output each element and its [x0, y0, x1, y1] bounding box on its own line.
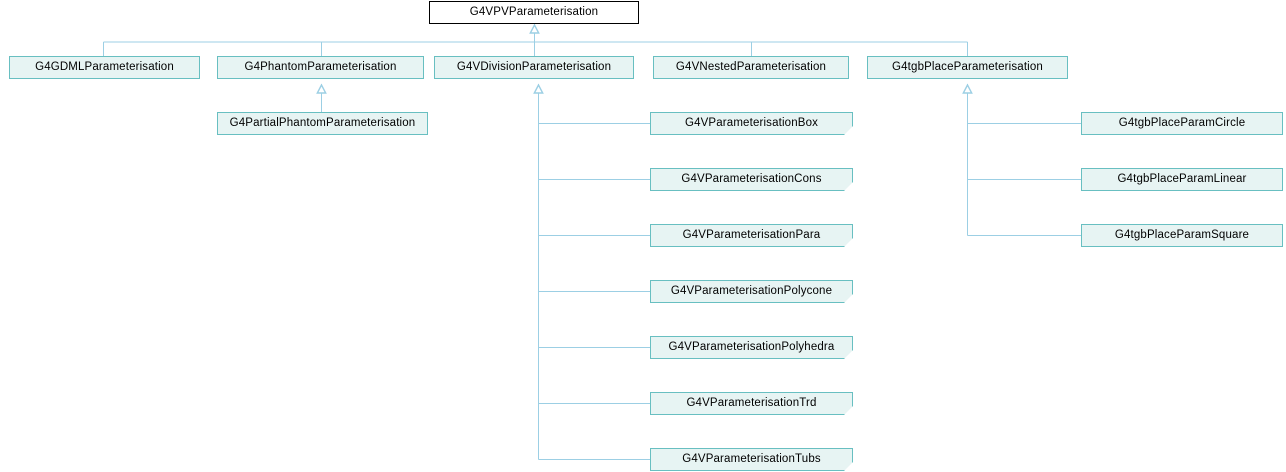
class-node-g4vnestedparameterisation[interactable]: G4VNestedParameterisation: [653, 56, 849, 79]
arrowhead-division: [533, 83, 544, 94]
folded-corner-marker: [650, 224, 853, 247]
class-node-g4vpvparameterisation[interactable]: G4VPVParameterisation: [429, 1, 639, 24]
class-label: G4VParameterisationPara: [682, 228, 821, 241]
class-label: G4tgbPlaceParamLinear: [1117, 172, 1247, 185]
arrowhead-phantom: [316, 83, 327, 94]
class-node-g4gdmlparameterisation[interactable]: G4GDMLParameterisation: [9, 56, 200, 79]
class-node-g4tgbplaceparamlinear[interactable]: G4tgbPlaceParamLinear: [1081, 168, 1283, 191]
class-label: G4VParameterisationPolyhedra: [668, 340, 835, 353]
arrowhead-root: [529, 23, 540, 34]
class-label: G4tgbPlaceParamCircle: [1118, 116, 1246, 129]
class-label: G4VParameterisationBox: [684, 116, 819, 129]
class-node-g4tgbplaceparamsquare[interactable]: G4tgbPlaceParamSquare: [1081, 224, 1283, 247]
class-node-g4vparameterisationpara[interactable]: G4VParameterisationPara: [650, 224, 853, 247]
folded-corner-marker: [650, 336, 853, 359]
class-label: G4VParameterisationTubs: [682, 452, 821, 465]
class-label: G4VParameterisationPolycone: [670, 284, 833, 297]
class-label: G4GDMLParameterisation: [35, 60, 174, 73]
class-node-g4vparameterisationcons[interactable]: G4VParameterisationCons: [650, 168, 853, 191]
folded-corner-marker: [650, 280, 853, 303]
class-node-g4vparameterisationbox[interactable]: G4VParameterisationBox: [650, 112, 853, 135]
class-node-g4partialphantomparameterisation[interactable]: G4PartialPhantomParameterisation: [217, 112, 428, 135]
folded-corner-marker: [650, 168, 853, 191]
class-node-g4vparameterisationtrd[interactable]: G4VParameterisationTrd: [650, 392, 853, 415]
folded-corner-marker: [650, 392, 853, 415]
class-node-g4phantomparameterisation[interactable]: G4PhantomParameterisation: [217, 56, 424, 79]
class-node-g4vparameterisationpolycone[interactable]: G4VParameterisationPolycone: [650, 280, 853, 303]
arrowhead-tgbplace: [962, 83, 973, 94]
folded-corner-marker: [650, 448, 853, 471]
class-label: G4PhantomParameterisation: [244, 60, 397, 73]
class-label: G4VParameterisationTrd: [686, 396, 817, 409]
class-label: G4VParameterisationCons: [681, 172, 822, 185]
class-label: G4VNestedParameterisation: [675, 60, 827, 73]
folded-corner-marker: [650, 112, 853, 135]
class-label: G4VDivisionParameterisation: [456, 60, 612, 73]
class-label: G4VPVParameterisation: [469, 5, 599, 18]
class-node-g4tgbplaceparamcircle[interactable]: G4tgbPlaceParamCircle: [1081, 112, 1283, 135]
class-node-g4tgbplaceparameterisation[interactable]: G4tgbPlaceParameterisation: [867, 56, 1068, 79]
class-label: G4tgbPlaceParamSquare: [1114, 228, 1250, 241]
class-node-g4vparameterisationtubs[interactable]: G4VParameterisationTubs: [650, 448, 853, 471]
class-label: G4tgbPlaceParameterisation: [892, 60, 1043, 73]
class-label: G4PartialPhantomParameterisation: [229, 116, 416, 129]
class-node-g4vdivisionparameterisation[interactable]: G4VDivisionParameterisation: [434, 56, 634, 79]
class-node-g4vparameterisationpolyhedra[interactable]: G4VParameterisationPolyhedra: [650, 336, 853, 359]
